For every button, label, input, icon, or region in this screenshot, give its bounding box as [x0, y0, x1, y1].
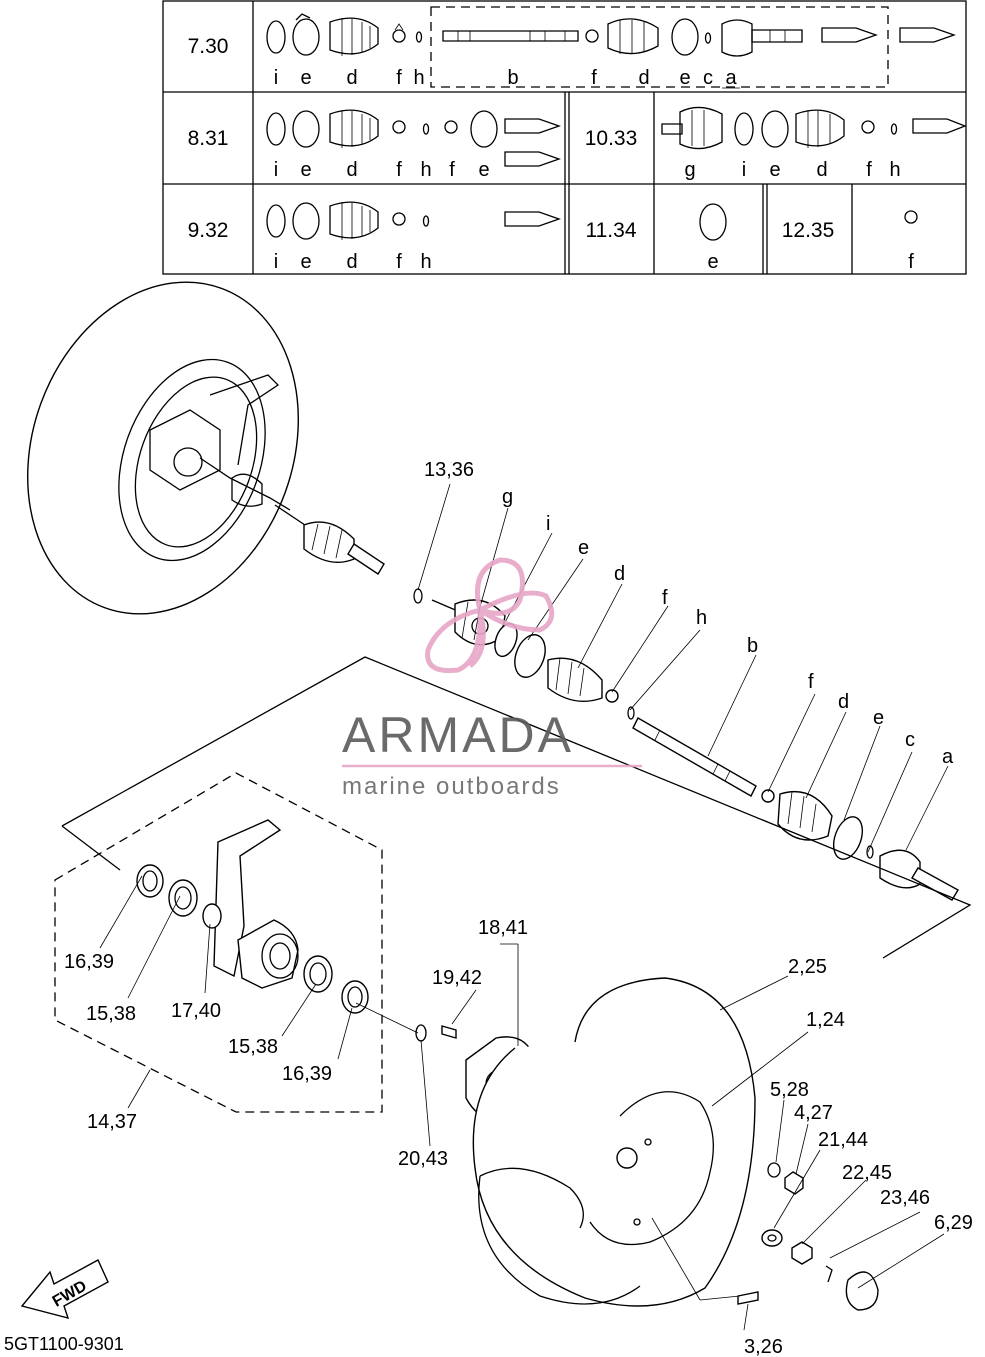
letter-e: e: [300, 159, 311, 181]
callout-3-26: 3,26: [744, 1336, 783, 1357]
callout-c: c: [905, 729, 915, 751]
letter-g: g: [684, 159, 695, 181]
armada-watermark: ARMADA marine outboards: [342, 557, 642, 800]
cell-10-33-letters: g i e d f h: [684, 159, 900, 181]
leader-lines: [99, 483, 949, 1331]
callout-d: d: [614, 563, 625, 585]
letter-d: d: [816, 159, 827, 181]
row-9-32-part-icons: [266, 201, 918, 241]
callout-22-45: 22,45: [842, 1162, 892, 1184]
callout-1-24: 1,24: [806, 1009, 845, 1031]
callout-16-39-b: 16,39: [282, 1063, 332, 1085]
callout-labels: 13,36 g i e d f h b f d e c a 16,39 15,3…: [64, 459, 973, 1357]
callout-a: a: [942, 746, 954, 768]
letter-e: e: [769, 159, 780, 181]
callout-17-40: 17,40: [171, 1000, 221, 1022]
letter-h: h: [413, 67, 424, 89]
callout-f-2: f: [808, 671, 814, 693]
letter-d: d: [638, 67, 649, 89]
parts-kit-table: 7.30 8.31 9.32 10.33 11.34 12.35: [162, 0, 967, 275]
letter-e: e: [478, 159, 489, 181]
callout-14-37: 14,37: [87, 1111, 137, 1133]
letter-d: d: [346, 159, 357, 181]
callout-f: f: [662, 587, 668, 609]
letter-d: d: [346, 67, 357, 89]
row-ref-8-31: 8.31: [188, 127, 229, 150]
callout-d-2: d: [838, 691, 849, 713]
callout-21-44: 21,44: [818, 1129, 868, 1151]
cell-10-33-part-icons: [661, 106, 967, 150]
letter-c: c: [703, 67, 713, 89]
row-8-31-letters: i e d f h f e: [274, 159, 490, 181]
row-ref-7-30: 7.30: [188, 35, 229, 58]
callout-b: b: [747, 635, 758, 657]
steering-knuckle: [213, 819, 299, 989]
letter-f: f: [396, 251, 402, 273]
callout-h: h: [696, 607, 707, 629]
letter-i: i: [274, 251, 278, 273]
fwd-arrow: FWD: [20, 1259, 109, 1320]
letter-a: a: [725, 67, 737, 89]
letter-e: e: [679, 67, 690, 89]
callout-6-29: 6,29: [934, 1212, 973, 1234]
row-9-32-letters: i e d f h e f: [274, 251, 914, 273]
callout-19-42: 19,42: [432, 967, 482, 989]
letter-h: h: [420, 159, 431, 181]
callout-5-28: 5,28: [770, 1079, 809, 1101]
cell-ref-10-33: 10.33: [585, 127, 638, 150]
letter-i: i: [274, 159, 278, 181]
letter-f: f: [908, 251, 914, 273]
letter-e: e: [300, 251, 311, 273]
callout-2-25: 2,25: [788, 956, 827, 978]
letter-b: b: [507, 67, 518, 89]
callout-15-38: 15,38: [86, 1003, 136, 1025]
watermark-tagline: marine outboards: [342, 773, 561, 800]
letter-f: f: [866, 159, 872, 181]
callout-e-2: e: [873, 707, 884, 729]
cell-ref-11-34: 11.34: [586, 219, 637, 242]
exploded-cv-axle: [413, 588, 959, 901]
row-7-30-letters: i e d f h b f d e c a: [274, 67, 740, 89]
assembly-outline: [61, 656, 972, 959]
letter-h: h: [889, 159, 900, 181]
callout-18-41: 18,41: [478, 917, 528, 939]
propeller-logo-icon: [425, 557, 555, 674]
letter-i: i: [742, 159, 746, 181]
letter-e: e: [707, 251, 718, 273]
rear-tire: [472, 977, 756, 1307]
front-wheel-assembly: [27, 281, 299, 615]
letter-f: f: [449, 159, 455, 181]
letter-h: h: [420, 251, 431, 273]
callout-23-46: 23,46: [880, 1187, 930, 1209]
row-7-30-part-icons: [266, 13, 956, 57]
callout-i: i: [546, 513, 550, 535]
callout-g: g: [502, 486, 513, 508]
knuckle-kit-outline: [54, 772, 383, 1113]
watermark-brand: ARMADA: [342, 707, 574, 763]
row-8-31-part-icons: [266, 109, 561, 167]
cell-ref-12-35: 12.35: [782, 219, 835, 242]
callout-e: e: [578, 537, 589, 559]
letter-i: i: [274, 67, 278, 89]
callout-20-43: 20,43: [398, 1148, 448, 1170]
callout-15-38-b: 15,38: [228, 1036, 278, 1058]
wheel-hardware: [737, 1162, 879, 1311]
callout-4-27: 4,27: [794, 1102, 833, 1124]
letter-f: f: [396, 159, 402, 181]
letter-f: f: [396, 67, 402, 89]
diagram-code: 5GT1100-9301: [4, 1334, 124, 1354]
row-ref-9-32: 9.32: [188, 219, 229, 242]
callout-16-39: 16,39: [64, 951, 114, 973]
letter-e: e: [300, 67, 311, 89]
letter-f: f: [591, 67, 597, 89]
outer-cv-joint: [274, 504, 385, 575]
bearings-and-seals: [136, 864, 427, 1042]
letter-d: d: [346, 251, 357, 273]
callout-13-36: 13,36: [424, 459, 474, 481]
